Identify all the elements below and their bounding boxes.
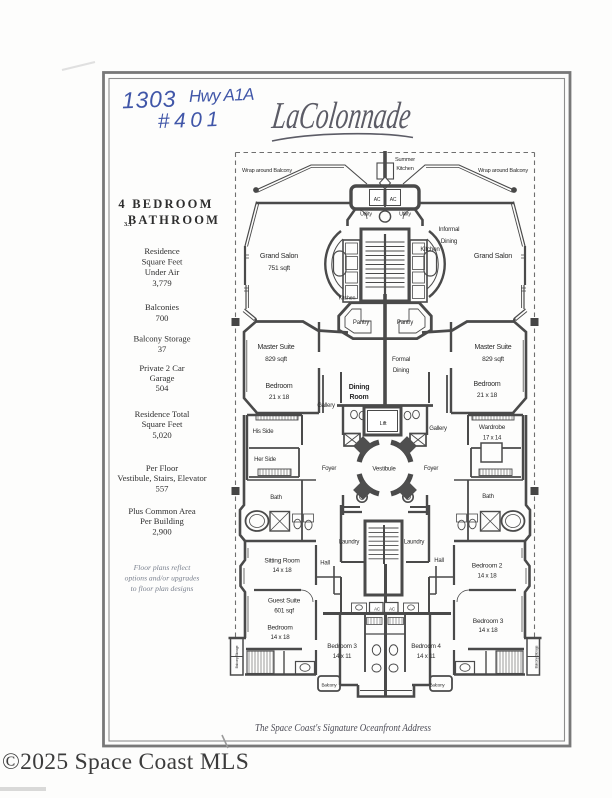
- svg-text:to floor plan designs: to floor plan designs: [131, 584, 194, 593]
- svg-text:His Side: His Side: [253, 429, 275, 435]
- svg-text:AC: AC: [389, 607, 395, 612]
- svg-text:Utility: Utility: [399, 212, 411, 218]
- svg-text:14 x 18: 14 x 18: [478, 573, 498, 580]
- svg-text:Bedroom 3: Bedroom 3: [473, 618, 504, 625]
- svg-text:Floor plans reflect: Floor plans reflect: [133, 563, 192, 572]
- svg-text:37: 37: [158, 344, 167, 354]
- svg-text:Informal: Informal: [439, 226, 460, 233]
- svg-text:Residence: Residence: [144, 246, 180, 256]
- svg-text:Plus Common Area: Plus Common Area: [128, 506, 196, 516]
- svg-text:Kitchen: Kitchen: [339, 296, 356, 302]
- svg-text:14 x 18: 14 x 18: [273, 567, 293, 574]
- svg-text:Balconies: Balconies: [145, 302, 180, 312]
- svg-text:Vestibule, Stairs, Elevator: Vestibule, Stairs, Elevator: [117, 473, 206, 483]
- svg-text:21 x 18: 21 x 18: [269, 394, 290, 401]
- svg-text:Pantry: Pantry: [353, 320, 369, 326]
- svg-text:Bedroom 4: Bedroom 4: [411, 643, 441, 650]
- svg-text:©2025 Space Coast MLS: ©2025 Space Coast MLS: [2, 749, 249, 775]
- svg-text:829 sqft: 829 sqft: [265, 356, 287, 363]
- svg-text:Foyer: Foyer: [424, 466, 439, 472]
- svg-text:Balcony Storage: Balcony Storage: [535, 645, 539, 668]
- svg-text:14 x 18: 14 x 18: [479, 627, 499, 634]
- svg-text:Bath: Bath: [482, 494, 494, 500]
- svg-text:AC: AC: [390, 197, 397, 203]
- svg-text:Utility: Utility: [360, 212, 372, 218]
- svg-text:21 x 18: 21 x 18: [477, 392, 498, 399]
- svg-text:829 sqft: 829 sqft: [482, 356, 504, 363]
- svg-text:Balcony Storage: Balcony Storage: [235, 645, 239, 668]
- svg-text:557: 557: [156, 484, 170, 494]
- svg-text:Room: Room: [349, 394, 368, 401]
- svg-text:Laundry: Laundry: [404, 540, 424, 546]
- svg-text:Bath: Bath: [270, 495, 282, 501]
- svg-text:BATHROOM: BATHROOM: [128, 213, 220, 227]
- svg-text:AC: AC: [374, 607, 380, 612]
- svg-text:5,020: 5,020: [152, 430, 171, 440]
- svg-text:Bedroom: Bedroom: [473, 381, 500, 388]
- svg-text:Hwy A1A: Hwy A1A: [189, 85, 256, 106]
- svg-text:Dining: Dining: [393, 367, 410, 374]
- svg-text:Square Feet: Square Feet: [142, 257, 183, 267]
- svg-text:Per Building: Per Building: [140, 516, 184, 526]
- svg-text:1303: 1303: [122, 85, 179, 113]
- svg-text:Residence Total: Residence Total: [135, 409, 190, 419]
- svg-text:LaColonnade: LaColonnade: [269, 95, 414, 137]
- svg-text:Vestibule: Vestibule: [372, 466, 396, 473]
- svg-text:14 x 18: 14 x 18: [271, 634, 291, 641]
- svg-text:Bedroom 3: Bedroom 3: [327, 643, 357, 650]
- svg-text:Master Suite: Master Suite: [258, 344, 295, 351]
- svg-text:601 sqf: 601 sqf: [274, 608, 294, 615]
- svg-text:Balcony Storage: Balcony Storage: [133, 334, 190, 344]
- svg-text:Gallery: Gallery: [317, 403, 335, 409]
- svg-text:Wardrobe: Wardrobe: [479, 424, 506, 431]
- svg-text:Wrap around Balcony: Wrap around Balcony: [242, 168, 292, 174]
- svg-text:Bedroom: Bedroom: [267, 625, 293, 632]
- svg-text:Grand Salon: Grand Salon: [474, 251, 512, 260]
- svg-text:Pantry: Pantry: [397, 320, 413, 326]
- svg-text:Per Floor: Per Floor: [146, 463, 178, 473]
- svg-text:Summer: Summer: [395, 157, 415, 163]
- svg-text:Balcony: Balcony: [322, 683, 338, 688]
- svg-text:17 x 14: 17 x 14: [483, 436, 502, 442]
- svg-text:504: 504: [156, 383, 170, 393]
- svg-text:14 x 11: 14 x 11: [333, 653, 352, 660]
- svg-text:AC: AC: [374, 197, 381, 203]
- svg-text:Lift: Lift: [380, 421, 387, 427]
- svg-text:Foyer: Foyer: [322, 466, 337, 472]
- svg-text:3,779: 3,779: [152, 278, 171, 288]
- svg-text:Dining: Dining: [349, 384, 370, 391]
- svg-text:Bedroom 2: Bedroom 2: [472, 563, 503, 570]
- svg-text:Balcony: Balcony: [430, 683, 446, 688]
- svg-text:2,900: 2,900: [152, 527, 171, 537]
- svg-text:4 BEDROOM: 4 BEDROOM: [118, 197, 213, 211]
- svg-text:Dining: Dining: [441, 238, 458, 245]
- svg-text:Square Feet: Square Feet: [142, 419, 183, 429]
- svg-text:Master Suite: Master Suite: [475, 344, 512, 351]
- svg-text:The Space Coast's Signature Oc: The Space Coast's Signature Oceanfront A…: [255, 723, 431, 734]
- svg-text:Grand Salon: Grand Salon: [260, 251, 298, 260]
- svg-text:Bedroom: Bedroom: [265, 383, 292, 390]
- svg-text:Private 2 Car: Private 2 Car: [139, 363, 184, 373]
- svg-text:Her Side: Her Side: [254, 457, 277, 463]
- svg-text:Guest Suite: Guest Suite: [268, 598, 301, 605]
- svg-text:Gallery: Gallery: [429, 426, 447, 432]
- svg-text:Hall: Hall: [434, 558, 444, 564]
- svg-text:Sitting Room: Sitting Room: [264, 558, 300, 565]
- svg-text:Kitchen: Kitchen: [420, 246, 440, 253]
- svg-text:Laundry: Laundry: [339, 540, 359, 546]
- svg-text:14 x 11: 14 x 11: [417, 653, 436, 660]
- svg-text:3.1: 3.1: [124, 221, 132, 228]
- svg-text:Hall: Hall: [320, 561, 330, 567]
- svg-text:Garage: Garage: [150, 373, 175, 383]
- svg-text:Formal: Formal: [392, 356, 410, 363]
- svg-text:Kitchen: Kitchen: [396, 166, 413, 172]
- svg-text:700: 700: [156, 313, 169, 323]
- svg-text:751 sqft: 751 sqft: [268, 265, 290, 272]
- svg-text:options and/or upgrades: options and/or upgrades: [125, 574, 200, 583]
- svg-text:Wrap around Balcony: Wrap around Balcony: [478, 168, 528, 174]
- svg-text:Under Air: Under Air: [145, 267, 180, 277]
